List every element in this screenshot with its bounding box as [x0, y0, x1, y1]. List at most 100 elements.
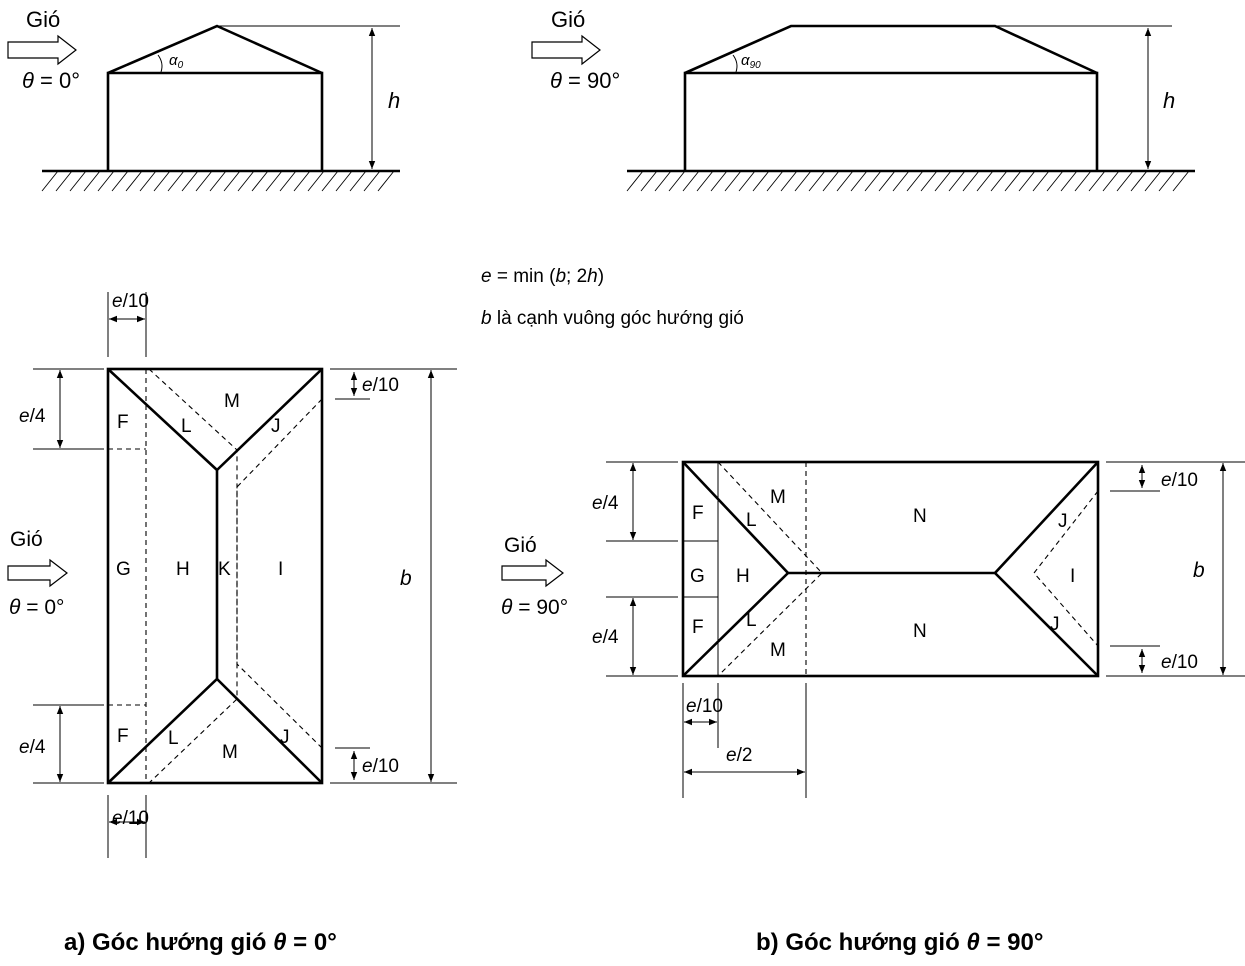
wind-arrow-icon [501, 558, 564, 588]
hatch-stroke [626, 170, 644, 192]
hatch-stroke [1158, 170, 1176, 192]
elevation-theta-90: Gió θ = 90° α90 h [531, 7, 1195, 192]
hip-roof [684, 24, 1098, 75]
hatch-stroke [181, 170, 199, 192]
zone-l: L [168, 728, 179, 749]
dimension-label-e4: e/4 [19, 737, 46, 758]
wind-label: Gió [504, 534, 537, 557]
hatch-stroke [724, 170, 742, 192]
zone-f: F [117, 726, 129, 747]
dimension-label-e10: e/10 [112, 291, 149, 312]
dimension-label-e10: e/10 [1161, 652, 1198, 673]
zone-boundary-j [236, 398, 323, 749]
hatch-stroke [251, 170, 269, 192]
hatch-stroke [1088, 170, 1106, 192]
hatch-stroke [696, 170, 714, 192]
zone-l: L [746, 510, 757, 531]
zone-l: L [181, 416, 192, 437]
hatch-stroke [223, 170, 241, 192]
dimension-label-e10: e/10 [362, 375, 399, 396]
hatch-stroke [139, 170, 157, 192]
hatch-stroke [1032, 170, 1050, 192]
zone-j: J [1050, 614, 1060, 635]
hatch-stroke [1018, 170, 1036, 192]
wind-arrow-icon [531, 34, 601, 66]
hatch-stroke [209, 170, 227, 192]
hatch-stroke [1060, 170, 1078, 192]
dimension-label-e10: e/10 [362, 756, 399, 777]
hatch-stroke [1102, 170, 1120, 192]
dimension-label-b: b [1193, 559, 1205, 582]
theta-label: θ = 90° [501, 596, 568, 619]
height-label: h [1163, 88, 1175, 113]
zone-boundary-f [108, 448, 146, 706]
hatch-stroke [710, 170, 728, 192]
note-e-definition: e = min (b; 2h) [481, 266, 604, 287]
hatch-stroke [934, 170, 952, 192]
wind-arrow-icon [7, 558, 68, 588]
theta-label: θ = 0° [22, 68, 80, 93]
theta-label: θ = 90° [550, 68, 620, 93]
hatch-stroke [780, 170, 798, 192]
hatch-stroke [293, 170, 311, 192]
hatch-stroke [167, 170, 185, 192]
hatch-stroke [682, 170, 700, 192]
hatch-stroke [850, 170, 868, 192]
zone-m: M [222, 742, 238, 763]
gable-roof [107, 24, 323, 75]
building-walls [106, 71, 324, 171]
hatch-stroke [237, 170, 255, 192]
pitch-angle-label: α90 [741, 52, 761, 71]
hatch-stroke [892, 170, 910, 192]
hatch-stroke [668, 170, 686, 192]
roof-outline [106, 367, 324, 785]
note-b-definition: b là cạnh vuông góc hướng gió [481, 308, 744, 329]
dimension-label-e10: e/10 [112, 808, 149, 829]
wind-arrow-icon [7, 34, 77, 66]
roof-outline [681, 460, 1100, 678]
dimension-label-e4: e/4 [19, 406, 46, 427]
zone-n: N [913, 506, 927, 527]
hatch-stroke [55, 170, 73, 192]
hatch-stroke [990, 170, 1008, 192]
zone-f: F [117, 412, 129, 433]
hatch-stroke [1004, 170, 1022, 192]
hatch-stroke [1144, 170, 1162, 192]
notes: e = min (b; 2h) b là cạnh vuông góc hướn… [481, 266, 744, 329]
zone-h: H [176, 559, 190, 580]
zone-j: J [1058, 511, 1068, 532]
caption-a: a) Góc hướng gió θ = 0° [64, 929, 337, 956]
zone-h: H [736, 566, 750, 587]
wind-label: Gió [551, 7, 585, 32]
hip-line-right [216, 368, 323, 784]
dimension-label-e4: e/4 [592, 627, 619, 648]
dimension-label-e2: e/2 [726, 745, 752, 766]
zone-m: M [770, 487, 786, 508]
hatch-stroke [377, 170, 395, 192]
hatch-stroke [920, 170, 938, 192]
zone-boundary-f-g [683, 462, 719, 676]
hatch-stroke [640, 170, 658, 192]
hatch-stroke [153, 170, 171, 192]
hatch-stroke [1172, 170, 1190, 192]
hatch-stroke [808, 170, 826, 192]
zone-i: I [278, 559, 283, 580]
hip-line-right [993, 461, 1099, 677]
hatch-stroke [265, 170, 283, 192]
hatch-stroke [752, 170, 770, 192]
hatch-stroke [962, 170, 980, 192]
building-walls [683, 71, 1099, 171]
hatch-stroke [878, 170, 896, 192]
hatch-stroke [906, 170, 924, 192]
hatch-stroke [111, 170, 129, 192]
plan-theta-0: F F G H K I L L M M J J e/10 e/10 e/4 e/… [7, 291, 457, 858]
zone-m: M [770, 640, 786, 661]
dimension-label-e4: e/4 [592, 493, 619, 514]
hatch-stroke [1074, 170, 1092, 192]
hatch-stroke [794, 170, 812, 192]
dimension-label-b: b [400, 567, 412, 590]
caption-b: b) Góc hướng gió θ = 90° [756, 929, 1043, 956]
pitch-angle-arc [157, 54, 163, 73]
zone-i: I [1070, 566, 1075, 587]
